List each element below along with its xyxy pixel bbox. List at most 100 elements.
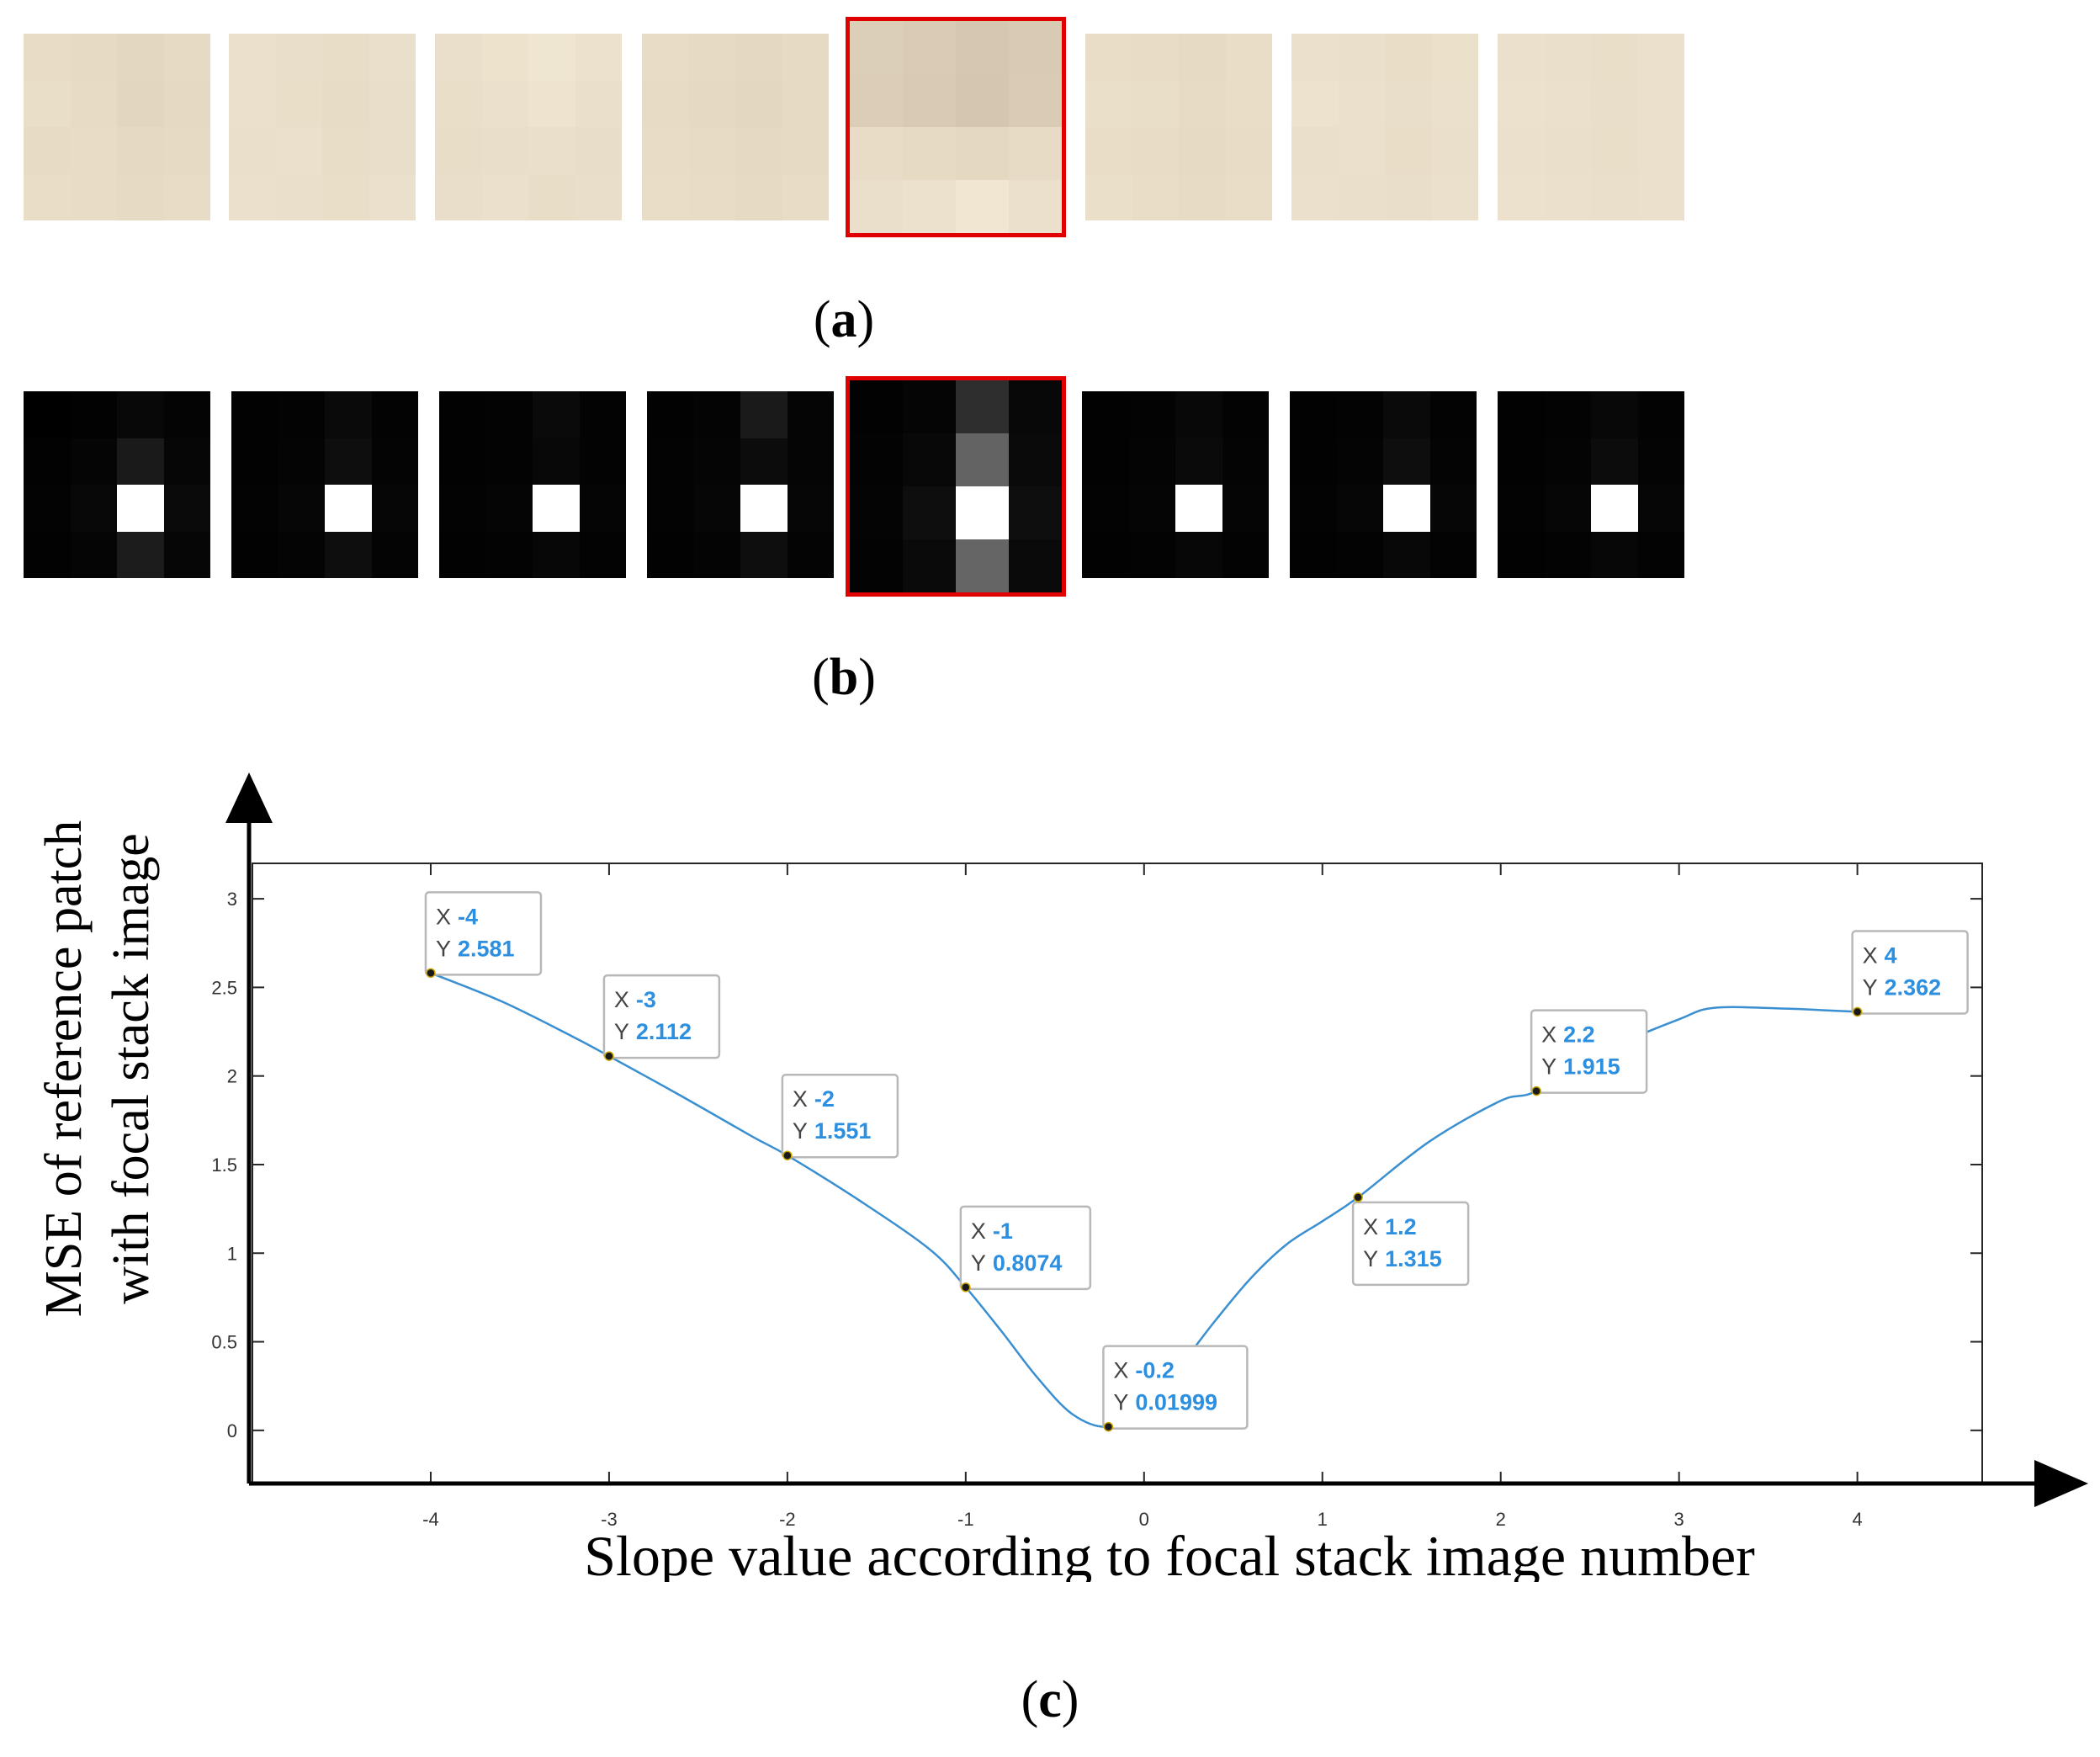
- x-tick-label: 4: [1853, 1509, 1863, 1530]
- patch: [1291, 34, 1478, 220]
- datatip-y-label: Y: [971, 1250, 986, 1276]
- patch-cell: [575, 127, 622, 174]
- patch-cell: [1009, 127, 1062, 180]
- patch: [1498, 34, 1684, 220]
- patch-cell: [642, 34, 689, 81]
- patch-cell: [1591, 127, 1638, 174]
- patch-cell: [1225, 80, 1272, 127]
- patch-cell: [693, 391, 740, 438]
- patch-cell: [1637, 438, 1684, 485]
- y-tick-label: 0.5: [211, 1332, 237, 1353]
- patch: [231, 391, 418, 578]
- patch-cell: [903, 180, 956, 233]
- patch-cell: [782, 34, 829, 81]
- patch-cell: [1383, 531, 1430, 578]
- datatip-x-label: X: [614, 987, 629, 1012]
- patch-cell: [782, 127, 829, 174]
- datatip-y-value: 1.551: [814, 1118, 872, 1144]
- patch-cell: [1179, 127, 1226, 174]
- patch-cell: [322, 34, 369, 81]
- patch-cell: [1009, 433, 1062, 486]
- datatip-x-value: -3: [636, 987, 656, 1012]
- datatip-x-value: -1: [993, 1218, 1013, 1244]
- datatip-box: [602, 974, 721, 1059]
- patch-cell: [735, 173, 782, 220]
- datatip-y-value: 2.112: [636, 1019, 692, 1044]
- patch-cell: [117, 80, 164, 127]
- patch-cell: [1498, 485, 1545, 532]
- patch-cell: [956, 127, 1009, 180]
- patch-cell: [1336, 438, 1383, 485]
- patch-cell: [485, 485, 533, 532]
- datatip-marker: [426, 968, 436, 979]
- patch-cell: [850, 74, 903, 127]
- patch: [642, 34, 829, 220]
- panel-label-a: (a): [813, 291, 875, 348]
- patch-cell: [1429, 485, 1477, 532]
- patch-cell: [1498, 391, 1545, 438]
- patch: [1085, 34, 1272, 220]
- patch-cell: [1429, 438, 1477, 485]
- patch-cell: [1498, 34, 1545, 81]
- patch-cell: [1431, 173, 1478, 220]
- patch: [435, 34, 622, 220]
- patch-cell: [485, 391, 533, 438]
- patch-cell: [1385, 127, 1432, 174]
- patch-cell: [1128, 438, 1175, 485]
- y-tick-label: 1.5: [211, 1155, 237, 1176]
- patch-cell: [1128, 531, 1175, 578]
- patch-cell: [735, 127, 782, 174]
- patch-cell: [1338, 173, 1385, 220]
- patch-cell: [903, 433, 956, 486]
- patch-cell: [481, 34, 528, 81]
- patch-cell: [70, 34, 117, 81]
- patch-cell: [782, 80, 829, 127]
- patch-cell: [322, 80, 369, 127]
- patch-cell: [70, 531, 117, 578]
- patch-cell: [740, 485, 788, 532]
- patch-cell: [647, 438, 694, 485]
- patch: [229, 34, 416, 220]
- patch-cell: [485, 438, 533, 485]
- patch-cell: [1498, 438, 1545, 485]
- patch-cell: [1009, 539, 1062, 592]
- patch: [1498, 391, 1684, 578]
- patch-cell: [1544, 34, 1591, 81]
- datatip-marker: [1103, 1421, 1114, 1432]
- y-tick-label: 2.5: [211, 977, 237, 998]
- datatip-x-label: X: [793, 1086, 808, 1112]
- patch-cell: [1225, 34, 1272, 81]
- patch-cell: [850, 127, 903, 180]
- datatip-x-value: -4: [458, 904, 478, 929]
- patch-cell: [278, 438, 325, 485]
- datatip-y-label: Y: [1363, 1246, 1378, 1271]
- patch-cell: [275, 127, 322, 174]
- patch-cell: [1431, 80, 1478, 127]
- patch-cell: [1385, 80, 1432, 127]
- patch-cell: [24, 34, 71, 81]
- patch-cell: [24, 173, 71, 220]
- patch-cell: [278, 531, 325, 578]
- patch-cell: [163, 80, 210, 127]
- datatip-marker: [1353, 1192, 1363, 1202]
- patch: [439, 391, 626, 578]
- patch-cell: [117, 391, 164, 438]
- datatip-y-label: Y: [1113, 1390, 1128, 1415]
- patch-cell: [956, 539, 1009, 592]
- x-tick-label: 0: [1139, 1509, 1149, 1530]
- patch-cell: [70, 80, 117, 127]
- patch-cell: [1385, 173, 1432, 220]
- patch-cell: [1132, 34, 1179, 81]
- patch-cell: [850, 180, 903, 233]
- patch-cell: [435, 127, 482, 174]
- patch-cell: [229, 80, 276, 127]
- patch-cell: [1338, 127, 1385, 174]
- patch-cell: [24, 531, 71, 578]
- datatip-x-label: X: [436, 904, 451, 929]
- patch-cell: [1498, 80, 1545, 127]
